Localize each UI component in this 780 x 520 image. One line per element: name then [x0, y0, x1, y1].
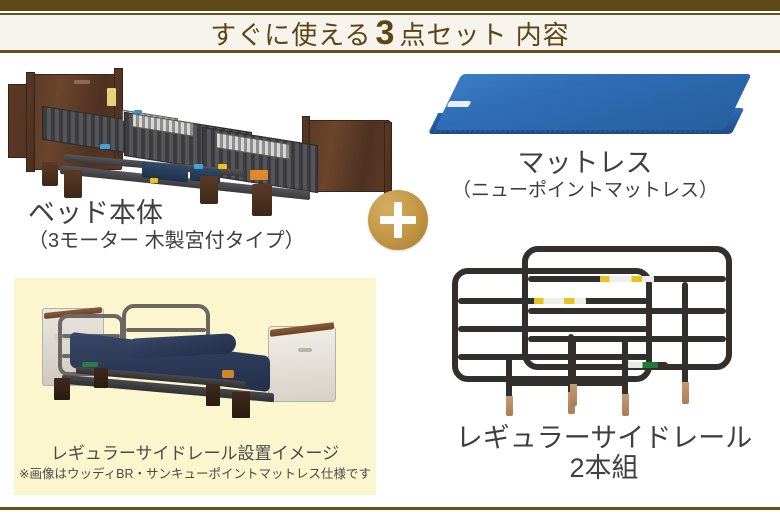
inset-footboard-badge: [298, 348, 312, 352]
inset-leg-d: [232, 392, 250, 418]
side-rail-installed-photo: [36, 292, 356, 432]
inset-rail-right-bar-1: [126, 328, 206, 332]
side-rail-front-green-label: [628, 362, 658, 368]
bed-accent-blue-b: [194, 164, 203, 169]
header-band: すぐに使える 3 点セット 内容: [0, 13, 780, 53]
bed-accent-blue-c: [134, 110, 142, 114]
side-rail-front-post-a: [570, 336, 576, 388]
inset-caption-note: ※画像はウッディBR・サンキューポイントマットレス仕様です: [19, 466, 371, 481]
bed-footboard-post-right: [384, 122, 392, 194]
bed-spec: （3モーター 木製宮付タイプ）: [28, 229, 305, 252]
footer-rule: [0, 507, 780, 510]
side-rail-installed-inset: [14, 278, 376, 495]
inset-caption-main: レギュラーサイドレール設置イメージ: [50, 444, 340, 463]
mattress-photo: [420, 70, 760, 158]
bed-accent-orange-tag: [250, 170, 268, 180]
bed-leg-c: [200, 176, 218, 204]
bed-leg-b: [64, 170, 82, 198]
side-rail-back-post-a: [506, 354, 512, 400]
bed-headboard-post-left: [26, 72, 35, 172]
inset-caption: レギュラーサイドレール設置イメージ ※画像はウッディBR・サンキューポイントマッ…: [14, 443, 376, 483]
side-rail-name: レギュラーサイドレール: [455, 423, 753, 453]
bed-name: ベッド本体: [28, 198, 163, 228]
page-title-prefix: すぐに使える: [210, 19, 372, 50]
bed-frame-photo: [4, 66, 394, 216]
mattress-handle: [446, 101, 472, 107]
side-rail-front-post-c: [682, 282, 688, 386]
mattress-top-face: [434, 74, 752, 130]
inset-footboard-right: [268, 326, 336, 402]
mattress-spec: （ニューポイントマットレス）: [452, 179, 719, 201]
bed-caption: ベッド本体 （3モーター 木製宮付タイプ）: [28, 198, 305, 253]
inset-accent-green-tag: [82, 362, 98, 367]
bed-accent-yellow-a: [150, 178, 158, 183]
bed-brand-plate: [74, 80, 90, 84]
side-rail-front-peg-c: [682, 382, 689, 404]
side-rail-back-warning-label: [534, 298, 586, 304]
inset-leg-a: [54, 378, 70, 400]
mattress-name: マットレス: [517, 148, 653, 178]
side-rail-back-bar-2: [458, 326, 648, 332]
inset-leg-b: [94, 368, 108, 388]
bed-leg-a: [42, 162, 58, 186]
page-title-number: 3: [375, 13, 396, 52]
bed-accent-blue-a: [100, 144, 110, 149]
side-rail-back-bar-4: [506, 380, 626, 386]
side-rail-back-bar-3: [458, 354, 648, 360]
side-rail-back-frame: [452, 268, 652, 382]
header-top-accent-bar: [0, 0, 780, 11]
bed-accent-yellow-b: [218, 164, 227, 169]
side-rail-back-peg-a: [506, 396, 513, 416]
inset-accent-orange-tag: [222, 370, 234, 378]
mattress-caption: マットレス （ニューポイントマットレス）: [452, 148, 718, 202]
bed-footboard-panel: [306, 120, 390, 192]
plus-icon: [368, 190, 428, 250]
bed-leg-d: [252, 184, 272, 216]
page-title-suffix: 点セット 内容: [399, 19, 570, 50]
side-rail-caption: レギュラーサイドレール 2本組: [432, 423, 776, 483]
side-rail-front-bar-2: [528, 308, 726, 314]
side-rail-front-peg-a: [570, 384, 577, 406]
page-title: すぐに使える 3 点セット 内容: [210, 16, 569, 50]
side-rail-front-peg-b: [622, 394, 629, 416]
side-rail-quantity: 2本組: [569, 452, 639, 483]
inset-leg-c: [206, 384, 220, 406]
side-rail-photo: [432, 236, 776, 416]
bed-headboard-sticker: [107, 88, 116, 106]
side-rail-front-warning-label: [600, 276, 654, 282]
